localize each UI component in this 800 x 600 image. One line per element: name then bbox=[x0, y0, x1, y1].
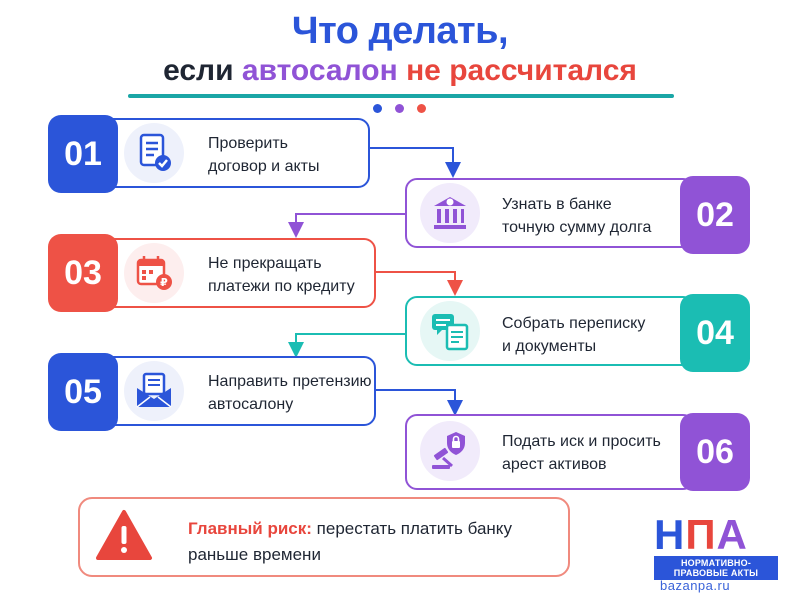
page-subtitle: если автосалон не рассчитался bbox=[0, 54, 800, 88]
step-icon-wrap-05 bbox=[124, 361, 184, 421]
logo-letter-p: П bbox=[685, 511, 717, 558]
risk-text-line1: перестать платить банку bbox=[316, 519, 512, 538]
connector-1-2 bbox=[366, 147, 461, 178]
site-link[interactable]: bazanpa.ru bbox=[660, 578, 731, 593]
decor-dot-purple bbox=[395, 104, 404, 113]
document-check-icon bbox=[139, 133, 171, 171]
logo-letter-n: Н bbox=[654, 511, 686, 558]
step-icon-wrap-01 bbox=[124, 123, 184, 183]
step-number-06: 06 bbox=[680, 413, 750, 491]
logo-subtitle: НОРМАТИВНО-ПРАВОВЫЕ АКТЫ bbox=[654, 556, 778, 580]
warning-icon bbox=[96, 510, 152, 560]
logo-letter-a: А bbox=[716, 511, 748, 558]
decor-dot-red bbox=[417, 104, 426, 113]
chat-documents-icon bbox=[432, 314, 469, 351]
step-icon-wrap-04 bbox=[420, 301, 480, 361]
connector-5-6 bbox=[376, 389, 463, 416]
svg-text:₽: ₽ bbox=[160, 276, 168, 289]
step-number-01: 01 bbox=[48, 115, 118, 193]
connector-3-4 bbox=[376, 271, 463, 296]
page-title: Что делать, bbox=[291, 10, 509, 52]
envelope-letter-icon bbox=[136, 372, 172, 408]
connector-2-3 bbox=[288, 213, 407, 238]
step-number-02: 02 bbox=[680, 176, 750, 254]
risk-text-line2: раньше времени bbox=[188, 545, 321, 564]
subtitle-prefix: если bbox=[163, 54, 234, 87]
gavel-lock-icon bbox=[432, 432, 465, 469]
connector-4-5 bbox=[288, 333, 407, 358]
step-number-03: 03 bbox=[48, 234, 118, 312]
step-icon-wrap-06 bbox=[420, 421, 480, 481]
risk-text: Главный риск: перестать платить банку ра… bbox=[188, 516, 512, 568]
npa-logo: НПА bbox=[654, 514, 748, 556]
subtitle-not-paid: не рассчитался bbox=[406, 54, 637, 87]
risk-label: Главный риск: bbox=[188, 519, 312, 538]
step-number-05: 05 bbox=[48, 353, 118, 431]
calendar-ruble-icon: ₽ bbox=[136, 256, 172, 290]
risk-box bbox=[78, 497, 570, 577]
subtitle-dealer: автосалон bbox=[241, 54, 398, 87]
step-number-04: 04 bbox=[680, 294, 750, 372]
step-icon-wrap-03: ₽ bbox=[124, 243, 184, 303]
title-underline bbox=[128, 94, 674, 98]
step-icon-wrap-02 bbox=[420, 183, 480, 243]
bank-icon bbox=[434, 197, 466, 229]
decor-dot-blue bbox=[373, 104, 382, 113]
